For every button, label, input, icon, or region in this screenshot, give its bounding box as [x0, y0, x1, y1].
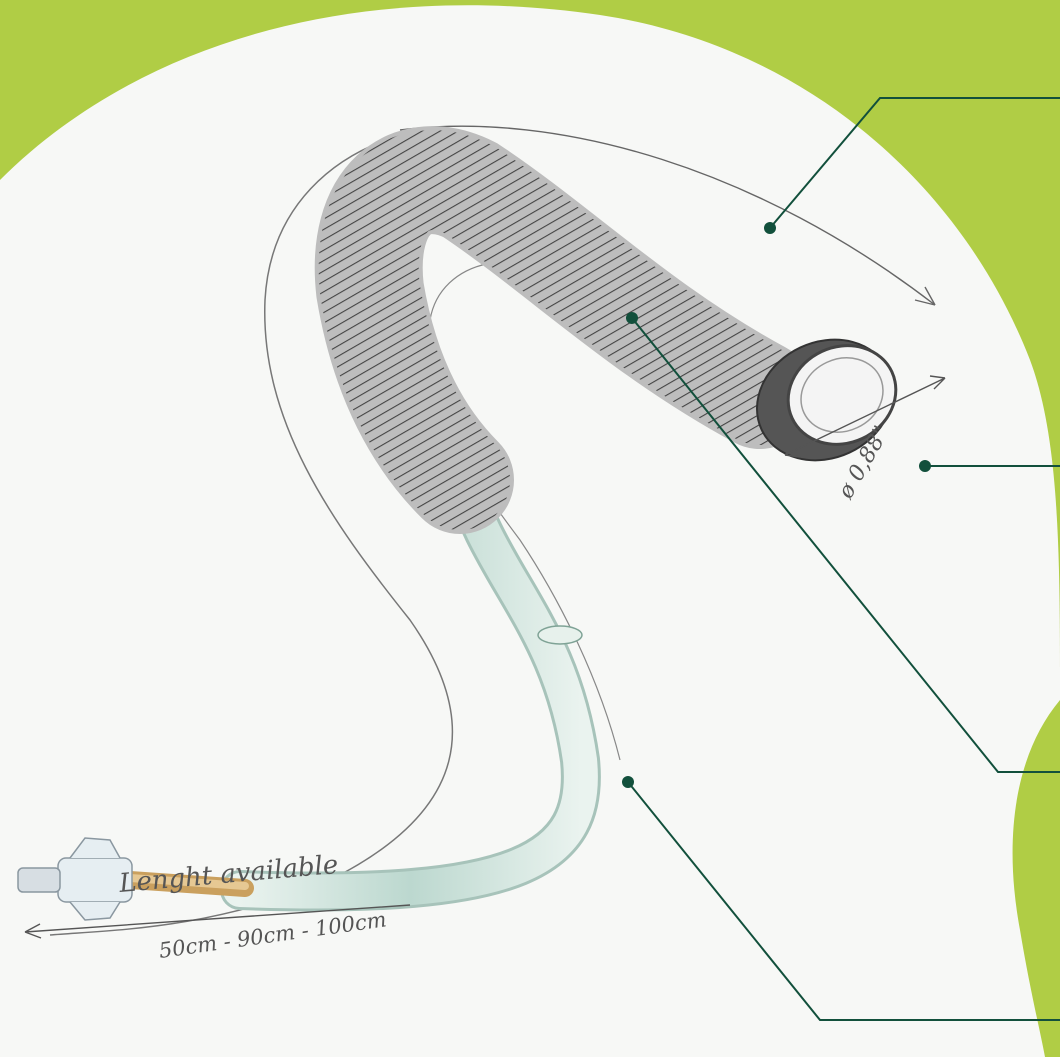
sheath-opening	[538, 626, 582, 644]
callout-coil-outer-dot	[764, 222, 776, 234]
paper-background	[0, 5, 1060, 1057]
callout-coil-end-diameter-dot	[919, 460, 931, 472]
callout-coil-inner-dot	[626, 312, 638, 324]
handle-cap	[18, 868, 60, 892]
callout-sheath-dot	[622, 776, 634, 788]
